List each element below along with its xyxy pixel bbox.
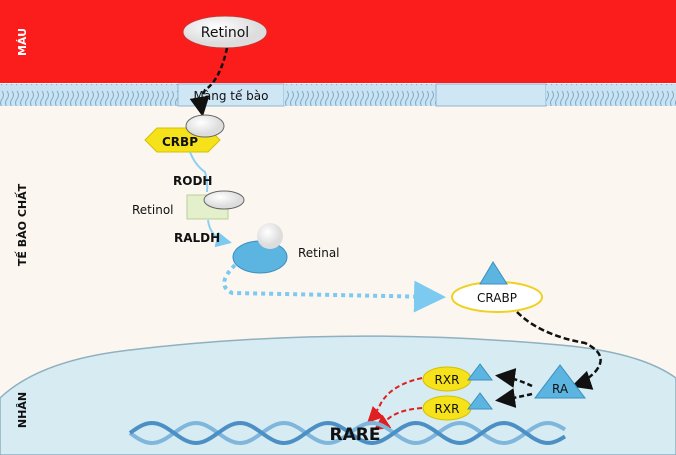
rxr-2-ra-triangle (467, 392, 493, 410)
transport-arrow (222, 263, 446, 313)
retinol-cell-label: Retinol (132, 203, 174, 217)
rxr-1-ra-triangle (467, 363, 493, 381)
ra-nuclear-arrow (516, 311, 602, 390)
dna-helix (128, 420, 567, 446)
membrane-label: Màng tế bào (194, 89, 269, 103)
rxr1-to-rare-arrow (367, 377, 423, 423)
crabp-ra-triangle (479, 261, 508, 285)
retinal-cofactor (257, 223, 283, 249)
retinol-blood-node (182, 15, 268, 49)
cell-membrane (0, 83, 676, 107)
rodh-label: RODH (173, 174, 212, 188)
rxr2-to-rare-arrow (373, 407, 423, 431)
raldh-label: RALDH (174, 231, 220, 245)
uptake-arrow (189, 47, 229, 117)
rodh-path (189, 151, 209, 193)
nucleus-label: NHÂN (16, 392, 29, 428)
ra-to-rxr2-arrow (495, 388, 533, 408)
rxr-2-label: RXR (435, 402, 460, 416)
retinol-cell-ellipse (203, 190, 245, 210)
retinal-label: Retinal (298, 246, 340, 260)
blood-region (0, 0, 676, 83)
retinol-bound-crbp (185, 114, 225, 138)
cytoplasm-label: TẾ BÀO CHẤT (14, 183, 29, 266)
ra-to-rxr1-arrow (495, 368, 533, 388)
retinal-node (232, 240, 288, 274)
raldh-path (207, 219, 232, 248)
crbp-label: CRBP (162, 135, 198, 149)
ra-node (533, 364, 587, 399)
rxr-1-label: RXR (435, 373, 460, 387)
ra-label: RA (552, 382, 569, 396)
retinol-blood-label: Retinol (201, 25, 249, 41)
crabp-label: CRABP (477, 291, 517, 305)
rare-label: RARE (330, 425, 381, 445)
blood-label: MÁU (16, 28, 29, 56)
